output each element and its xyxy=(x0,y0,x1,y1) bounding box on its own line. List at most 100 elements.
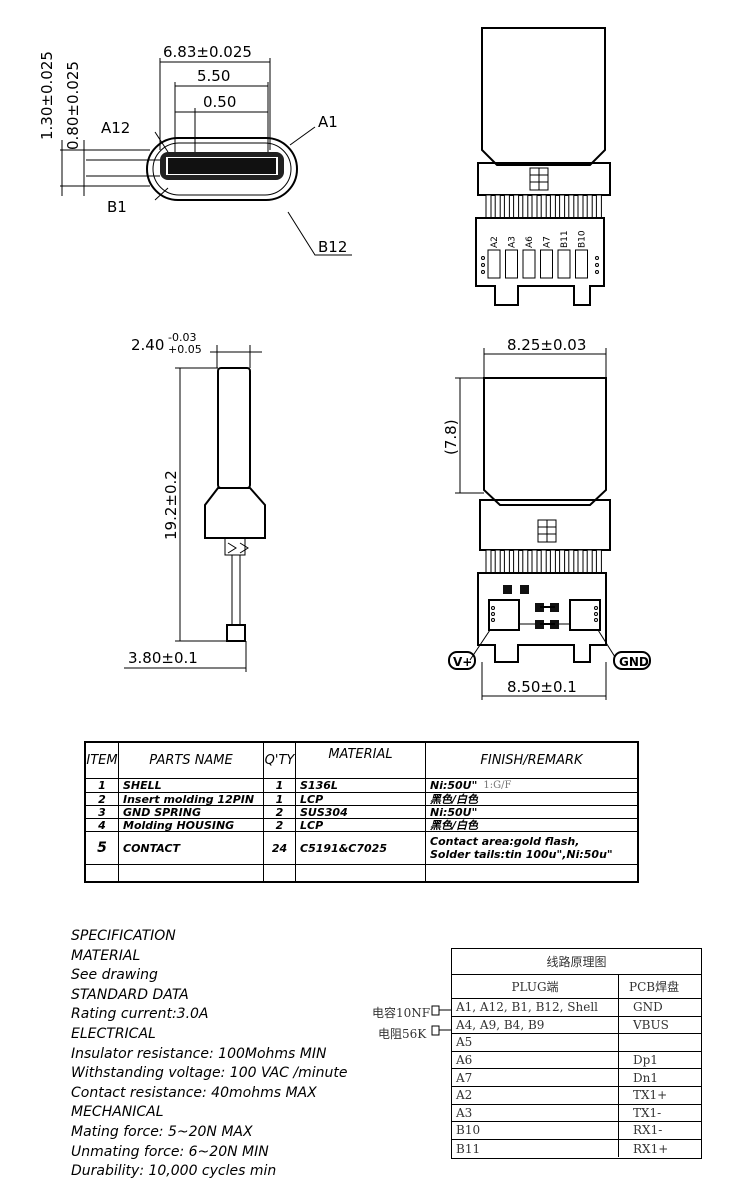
via xyxy=(481,256,485,260)
circuit-plug-cell: B11 xyxy=(452,1139,619,1158)
pin xyxy=(586,194,593,219)
circuit-plug-cell: A1, A12, B1, B12, Shell xyxy=(452,999,619,1016)
pin xyxy=(559,549,566,574)
pin xyxy=(595,549,602,574)
finish-line-2: Solder tails:tin 100u",Ni:50u" xyxy=(430,848,613,861)
circuit-plug-cell: B10 xyxy=(452,1122,619,1139)
capacitor-label: 电容10NF xyxy=(372,1006,431,1020)
circuit-row: A5 xyxy=(452,1034,701,1052)
component-symbols xyxy=(431,1005,451,1036)
cell-parts-name: Insert molding 12PIN xyxy=(119,793,264,805)
pin xyxy=(549,549,556,574)
circuit-pcb-cell: Dp1 xyxy=(633,1053,658,1068)
empty-cell xyxy=(86,865,119,881)
header-item: ITEM xyxy=(86,743,119,778)
cell-material: SUS304 xyxy=(296,806,426,818)
front-view: 6.83±0.025 5.50 0.50 1.30±0.025 0.80±0.0… xyxy=(38,43,352,256)
cell-material: C5191&C7025 xyxy=(296,832,426,864)
spec-line: See drawing xyxy=(71,967,158,984)
spec-line: Durability: 10,000 cycles min xyxy=(71,1163,277,1180)
pad-label: A7 xyxy=(543,236,553,248)
cell-finish: Contact area:gold flash,Solder tails:tin… xyxy=(426,832,637,864)
spec-line: ELECTRICAL xyxy=(71,1025,156,1042)
via xyxy=(595,270,599,274)
solder-pad xyxy=(557,249,571,279)
side-view: 2.40 -0.03 +0.05 19.2±0.2 3.80±0.1 xyxy=(124,331,266,672)
cell-finish: 黑色/白色 xyxy=(426,819,637,831)
cell-finish: Ni:50U" xyxy=(426,806,637,818)
via xyxy=(481,263,485,267)
circuit-pcb-cell: TX1- xyxy=(633,1105,662,1120)
pin xyxy=(595,194,602,219)
cell-item: 3 xyxy=(86,806,119,818)
spec-line: Withstanding voltage: 100 VAC /minute xyxy=(71,1065,348,1082)
dim-bottom-width: 8.25±0.03 xyxy=(507,336,586,354)
dim-bottom-height: (7.8) xyxy=(442,419,460,455)
pin xyxy=(485,549,492,574)
pin-label-a12: A12 xyxy=(101,119,130,137)
circuit-pcb-cell: TX1+ xyxy=(633,1088,668,1103)
pin xyxy=(568,194,575,219)
pin xyxy=(531,194,538,219)
pin-label-b1: B1 xyxy=(107,198,127,216)
finish-text: 黑色/白色 xyxy=(430,793,479,805)
solder-pad xyxy=(505,249,518,279)
header-parts-name: PARTS NAME xyxy=(119,743,264,778)
solder-pad xyxy=(540,249,553,279)
connector-shell-outline xyxy=(146,137,298,201)
circuit-table: 线路原理图 PLUG端 PCB焊盘 A1, A12, B1, B12, Shel… xyxy=(451,948,702,1159)
circuit-header-plug: PLUG端 xyxy=(452,975,619,998)
pin xyxy=(531,549,538,574)
cell-qty: 24 xyxy=(264,832,296,864)
pad-label: A6 xyxy=(525,236,535,248)
spec-line: Unmating force: 6~20N MIN xyxy=(71,1143,269,1160)
circuit-pcb-cell xyxy=(619,1034,703,1051)
solder-pad xyxy=(487,249,501,279)
pin xyxy=(577,194,584,219)
cell-parts-name: CONTACT xyxy=(119,832,264,864)
cell-item: 1 xyxy=(86,779,119,792)
pin-label-a1: A1 xyxy=(318,113,338,131)
circuit-pcb-cell: GND xyxy=(633,1000,663,1015)
pin xyxy=(503,194,510,219)
dim-height-outer: 1.30±0.025 xyxy=(38,51,56,140)
cell-material: LCP xyxy=(296,793,426,805)
cell-parts-name: GND SPRING xyxy=(119,806,264,818)
dim-pcb-tol-upper: -0.03 xyxy=(168,331,196,344)
gnd-marker xyxy=(613,651,651,670)
circuit-title-row: 线路原理图 xyxy=(452,949,701,975)
header-material: MATERIAL xyxy=(296,743,426,778)
cell-qty: 2 xyxy=(264,806,296,818)
parts-table-empty-row xyxy=(86,865,637,881)
cell-material: LCP xyxy=(296,819,426,831)
circuit-plug-cell: A5 xyxy=(452,1034,619,1051)
dim-front-width: 6.83±0.025 xyxy=(163,43,252,61)
spec-line: Mating force: 5~20N MAX xyxy=(71,1123,253,1140)
pad-label: B10 xyxy=(578,230,588,248)
pin xyxy=(522,194,529,219)
finish-extra: 1:G/F xyxy=(483,780,512,791)
pin xyxy=(568,549,575,574)
dim-front-inner: 5.50 xyxy=(197,67,230,85)
solder-pad xyxy=(575,249,588,279)
pin xyxy=(540,194,547,219)
cell-finish: Ni:50U" 1:G/F xyxy=(426,779,637,792)
circuit-plug-cell: A6 xyxy=(452,1051,619,1069)
dim-bottom-pcb-width: 8.50±0.1 xyxy=(507,678,577,696)
pad-label: A2 xyxy=(490,236,500,248)
empty-cell xyxy=(119,865,264,881)
finish-text: Ni:50U" xyxy=(430,779,478,792)
bottom-pins xyxy=(485,549,602,574)
resistor-label: 电阻56K xyxy=(378,1027,427,1041)
pin xyxy=(540,549,547,574)
pin xyxy=(586,549,593,574)
